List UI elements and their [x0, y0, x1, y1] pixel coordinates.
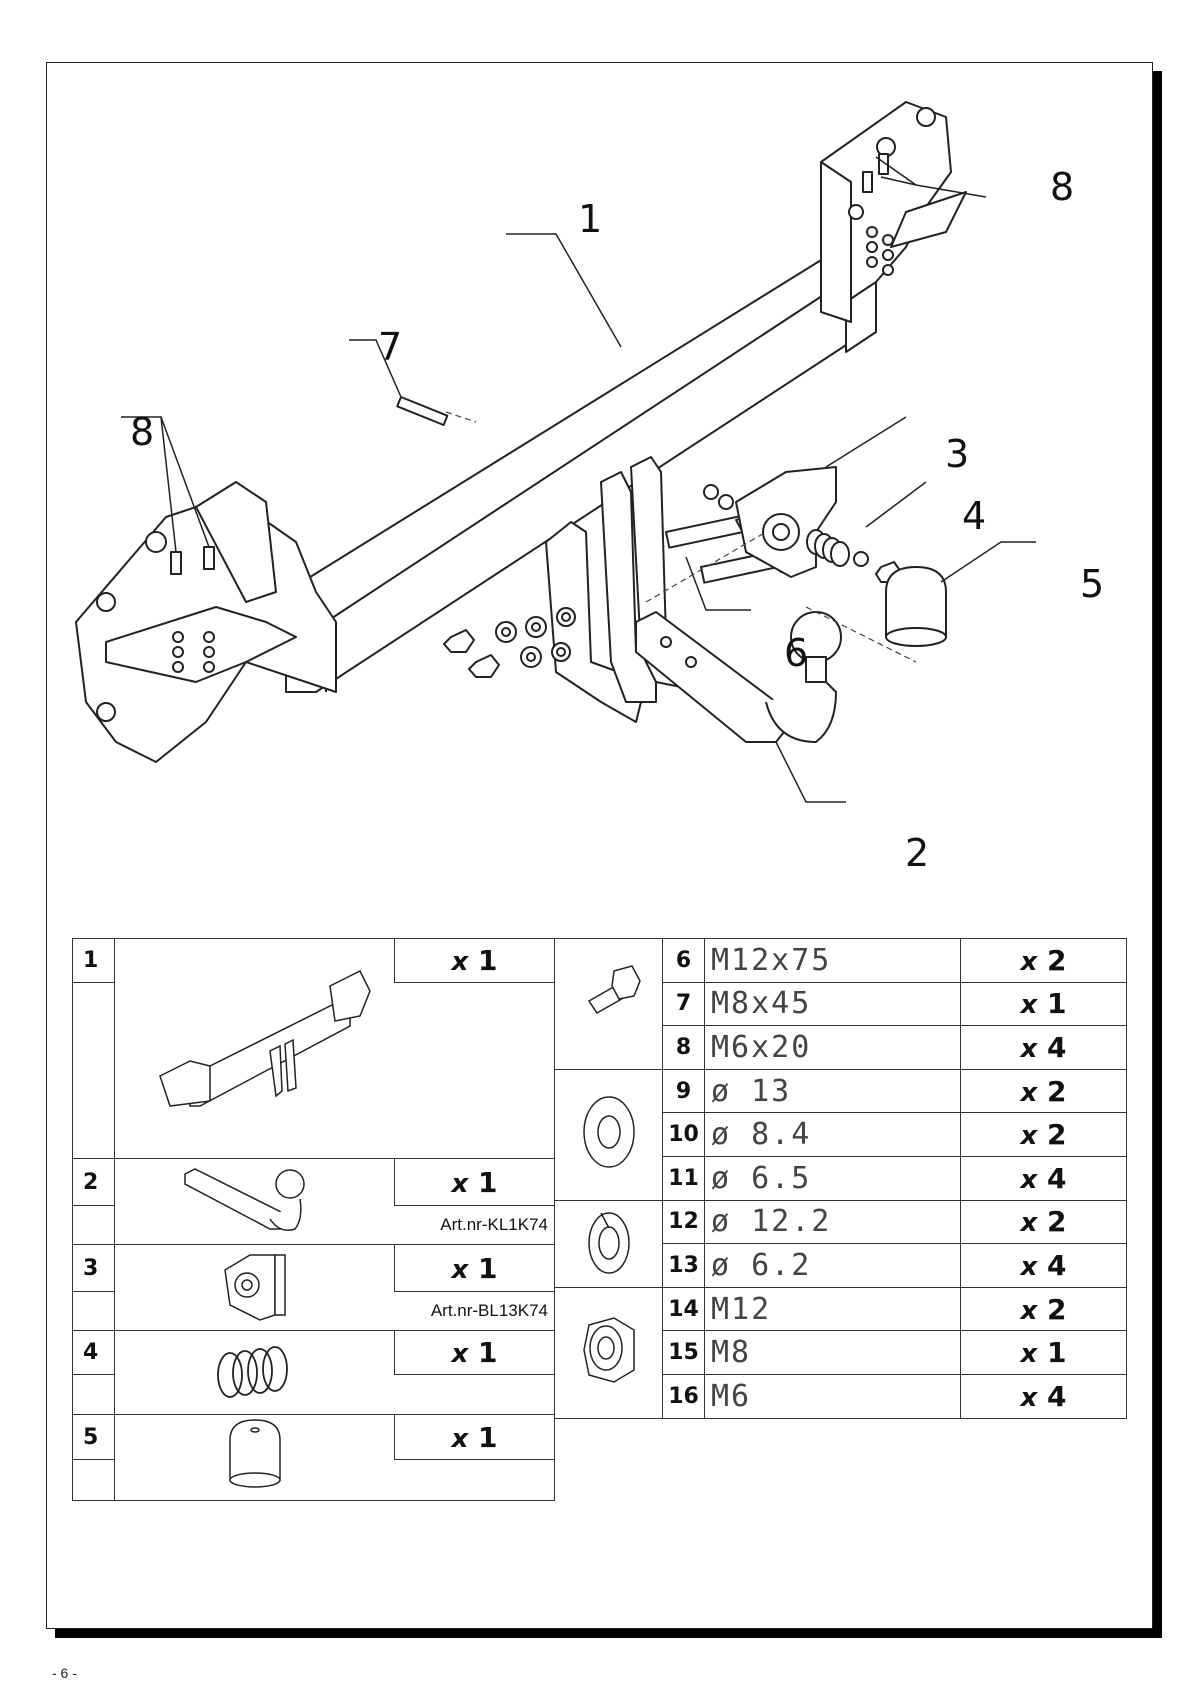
- washer-icon: [582, 1096, 635, 1168]
- part-number: 2: [72, 1157, 115, 1207]
- parts-table-main: 1 x 1 2: [72, 938, 555, 1501]
- part-spec: ø 12.2: [704, 1199, 961, 1245]
- part-number: 1: [72, 938, 115, 983]
- bolt-m8x45: [396, 396, 449, 427]
- callout-8-left: 8: [130, 410, 155, 454]
- part-quantity: x 1: [394, 1243, 555, 1293]
- part-number: 12: [662, 1199, 705, 1245]
- part-quantity: x 2: [960, 1199, 1127, 1245]
- tow-ball-neck-part-2: [635, 611, 842, 743]
- part-quantity: x 1: [394, 938, 555, 983]
- part-number: 16: [662, 1373, 705, 1419]
- callout-7: 7: [378, 325, 403, 369]
- tow-ball-icon: [183, 1168, 305, 1231]
- part-spec: M8x45: [704, 981, 961, 1027]
- part-quantity: x 4: [960, 1243, 1127, 1288]
- part-spec: ø 13: [704, 1068, 961, 1114]
- nut-icon: [582, 1317, 635, 1383]
- part-quantity: x 2: [960, 1112, 1127, 1157]
- part-spec: ø 8.4: [704, 1112, 961, 1157]
- part-3-thumbnail: [114, 1244, 395, 1331]
- callout-4: 4: [962, 494, 987, 538]
- part-quantity: x 4: [960, 1155, 1127, 1201]
- socket-plate-icon: [223, 1254, 286, 1321]
- hanger-washers-and-nuts: [443, 607, 576, 678]
- spring-part-4: [806, 529, 902, 583]
- part-spec: M8: [704, 1330, 961, 1375]
- part-number: 9: [662, 1068, 705, 1114]
- part-quantity: x 4: [960, 1373, 1127, 1419]
- article-number: Art.nr-BL13K74: [394, 1291, 555, 1331]
- ball-cap-icon: [228, 1419, 281, 1488]
- callout-3: 3: [945, 432, 970, 476]
- part-quantity: x 1: [960, 1330, 1127, 1375]
- part-quantity: x 2: [960, 938, 1127, 983]
- callout-leader-lines: [121, 156, 1036, 803]
- part-number: 7: [662, 981, 705, 1027]
- callout-8-right: 8: [1050, 165, 1075, 209]
- part-2-thumbnail: [114, 1158, 395, 1245]
- part-number: 11: [662, 1155, 705, 1201]
- part-number: 15: [662, 1330, 705, 1375]
- part-quantity: x 1: [394, 1413, 555, 1461]
- callout-6: 6: [784, 631, 809, 675]
- spring-icon: [216, 1346, 288, 1398]
- bracket-bolts-m6: [170, 153, 894, 673]
- part-number: 6: [662, 938, 705, 983]
- part-number: 4: [72, 1330, 115, 1375]
- spring-washer-icon: [587, 1212, 630, 1274]
- bolt-icon: [587, 965, 641, 1015]
- part-5-thumbnail: [114, 1414, 395, 1501]
- part-quantity: x 1: [394, 1330, 555, 1375]
- parts-table-hardware: 6 M12x75 x 2 7 M8x45 x 1 8 M6x20 x 4 9 ø…: [554, 938, 1127, 1419]
- part-spec: M12x75: [704, 938, 961, 983]
- part-number: 14: [662, 1286, 705, 1332]
- left-mounting-bracket: [75, 481, 337, 763]
- part-number: 10: [662, 1112, 705, 1157]
- exploded-assembly-drawing: [75, 101, 1036, 803]
- part-spec: M12: [704, 1286, 961, 1332]
- article-number: Art.nr-KL1K74: [394, 1205, 555, 1245]
- part-number: 5: [72, 1413, 115, 1461]
- part-1-thumbnail: [114, 938, 395, 1159]
- part-number: 8: [662, 1025, 705, 1070]
- right-mounting-bracket: [820, 101, 967, 323]
- part-spec: M6: [704, 1373, 961, 1419]
- part-spec: ø 6.5: [704, 1155, 961, 1201]
- alignment-lines: [445, 411, 917, 663]
- callout-2: 2: [905, 831, 930, 875]
- part-quantity: x 4: [960, 1025, 1127, 1070]
- part-spec: ø 6.2: [704, 1243, 961, 1288]
- part-quantity: x 1: [394, 1157, 555, 1207]
- callout-1: 1: [578, 197, 603, 241]
- part-quantity: x 2: [960, 1286, 1127, 1332]
- bolt-thumbnail: [554, 938, 663, 1070]
- crossbar-icon: [158, 969, 371, 1107]
- part-spec: M6x20: [704, 1025, 961, 1070]
- callout-5: 5: [1080, 562, 1105, 606]
- nut-thumbnail: [554, 1286, 663, 1419]
- spring-washer-thumbnail: [554, 1199, 663, 1288]
- ball-cap-part-5: [885, 566, 947, 647]
- part-number: 3: [72, 1243, 115, 1293]
- part-quantity: x 1: [960, 981, 1127, 1027]
- page-number: - 6 -: [52, 1665, 77, 1681]
- washer-thumbnail: [554, 1068, 663, 1201]
- part-number: 13: [662, 1243, 705, 1288]
- part-4-thumbnail: [114, 1330, 395, 1415]
- part-quantity: x 2: [960, 1068, 1127, 1114]
